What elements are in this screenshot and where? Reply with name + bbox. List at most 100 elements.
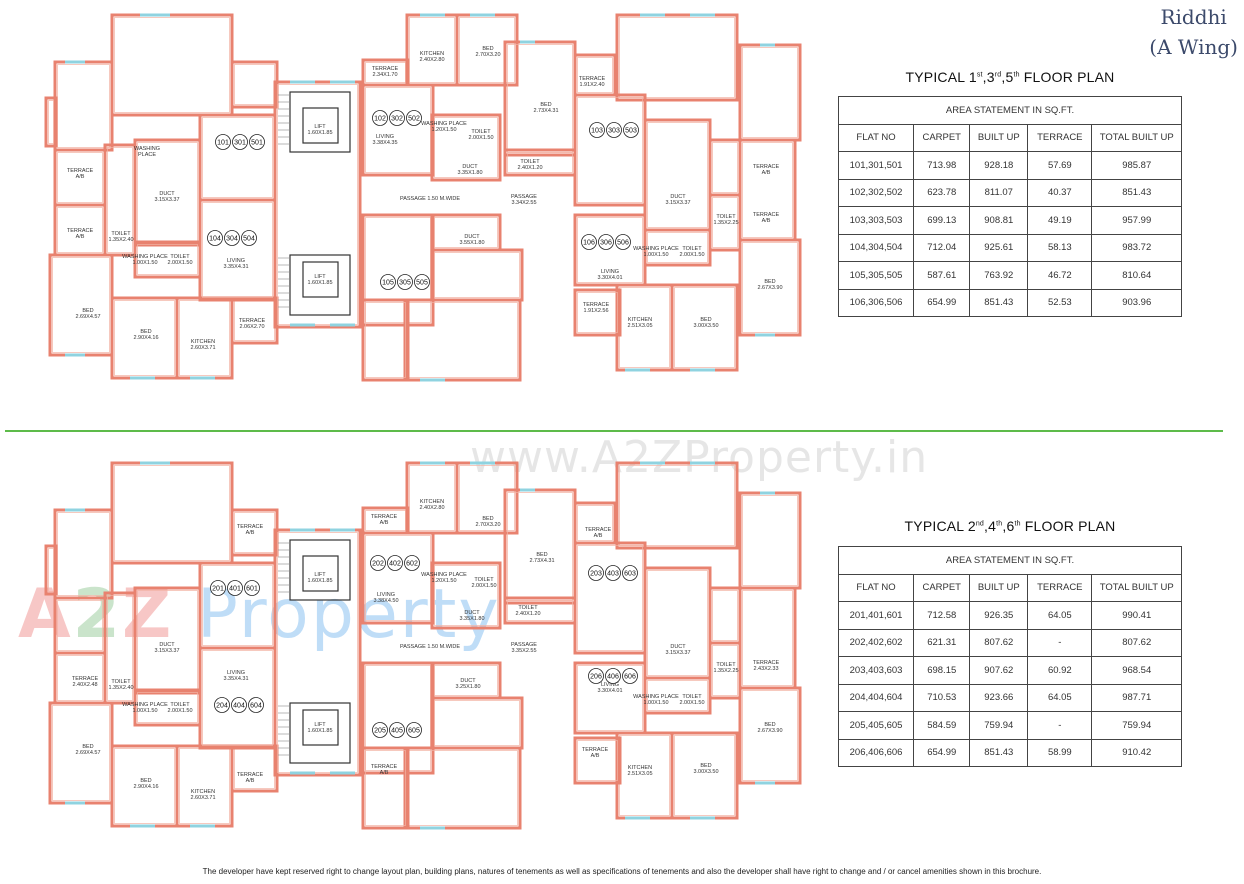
wall-inner (57, 600, 103, 651)
flat-number: 604 (250, 703, 262, 710)
table-cell: 712.04 (913, 233, 971, 262)
table-cell: 58.13 (1027, 233, 1093, 262)
table-cell: 910.42 (1091, 738, 1182, 767)
flat-number-badge (249, 134, 265, 150)
room-name: LIFT (314, 572, 326, 578)
wall-inner (114, 300, 175, 376)
table-cell: 105,305,505 (837, 261, 915, 290)
flat-number: 506 (617, 240, 629, 247)
flat-number: 106 (583, 240, 595, 247)
wall-inner (619, 465, 735, 546)
table-cell: 928.18 (969, 151, 1029, 180)
room-size: A/B (246, 530, 255, 536)
room-size: PLACE (138, 152, 156, 158)
wall (361, 531, 435, 625)
flat-number-badge (406, 110, 422, 126)
room-size: 3.35X2.55 (511, 648, 536, 654)
flat-number-badge (231, 697, 247, 713)
room-name: LIFT (314, 722, 326, 728)
room-name: TOILET (518, 605, 538, 611)
wall-inner (57, 207, 103, 253)
wall-inner (52, 257, 110, 353)
room-name: BED (764, 279, 775, 285)
wall (573, 736, 622, 785)
wall-inner (459, 17, 515, 83)
flat-number: 305 (399, 280, 411, 287)
wall-inner (57, 152, 103, 203)
table-cell: 584.59 (913, 711, 971, 740)
room-name: TERRACE (67, 168, 94, 174)
wall-inner (577, 97, 643, 203)
wall-inner (619, 17, 735, 98)
flat-number: 603 (624, 571, 636, 578)
table-cell: 58.99 (1027, 738, 1093, 767)
table-cell: 102,302,502 (837, 178, 915, 207)
wall-inner (277, 532, 358, 773)
room-size: 2.67X3.90 (757, 728, 782, 734)
room-size: 3.15X3.37 (154, 197, 179, 203)
flat-number: 101 (217, 140, 229, 147)
room-size: 3.30X4.01 (597, 275, 622, 281)
wall (230, 508, 279, 557)
wall-inner (742, 590, 793, 686)
room-name: TOILET (111, 231, 131, 237)
room-size: 2.00X1.50 (679, 700, 704, 706)
flat-number-badge (372, 110, 388, 126)
flat-number: 205 (374, 728, 386, 735)
room-name: LIVING (601, 269, 619, 275)
flat-number: 405 (391, 728, 403, 735)
wall (273, 528, 362, 777)
wall-inner (234, 512, 275, 553)
room-name: KITCHEN (191, 789, 215, 795)
room-name: PASSAGE 1.50 M.WIDE (400, 644, 460, 650)
room-size: 1.60X1.85 (307, 578, 332, 584)
room-name: LIVING (227, 670, 245, 676)
lift-stair-outline (289, 702, 351, 764)
room-size: 3.35X4.31 (223, 676, 248, 682)
table-cell: 983.72 (1091, 233, 1182, 262)
room-name: TOILET (170, 254, 190, 260)
room-name: TERRACE (371, 764, 398, 770)
wall (53, 596, 107, 655)
flat-number: 406 (607, 674, 619, 681)
wall (198, 113, 277, 202)
table-cell: 710.53 (913, 683, 971, 712)
room-name: TERRACE (371, 514, 398, 520)
flat-number-badge (404, 555, 420, 571)
wall (738, 491, 802, 590)
floor-plan-title-even: TYPICAL 2nd,4th,6th FLOOR PLAN (904, 518, 1116, 534)
flat-number: 306 (600, 240, 612, 247)
wall (738, 43, 802, 142)
room-size: 3.35X4.31 (223, 264, 248, 270)
room-name: WASHING PLACE (421, 121, 467, 127)
wall-inner (57, 64, 110, 148)
table-cell: - (1027, 711, 1093, 740)
wall (708, 138, 742, 197)
wall (615, 461, 739, 550)
wall-inner (577, 217, 643, 283)
room-label: PASSAGE 1.50 M.WIDE (400, 644, 460, 650)
